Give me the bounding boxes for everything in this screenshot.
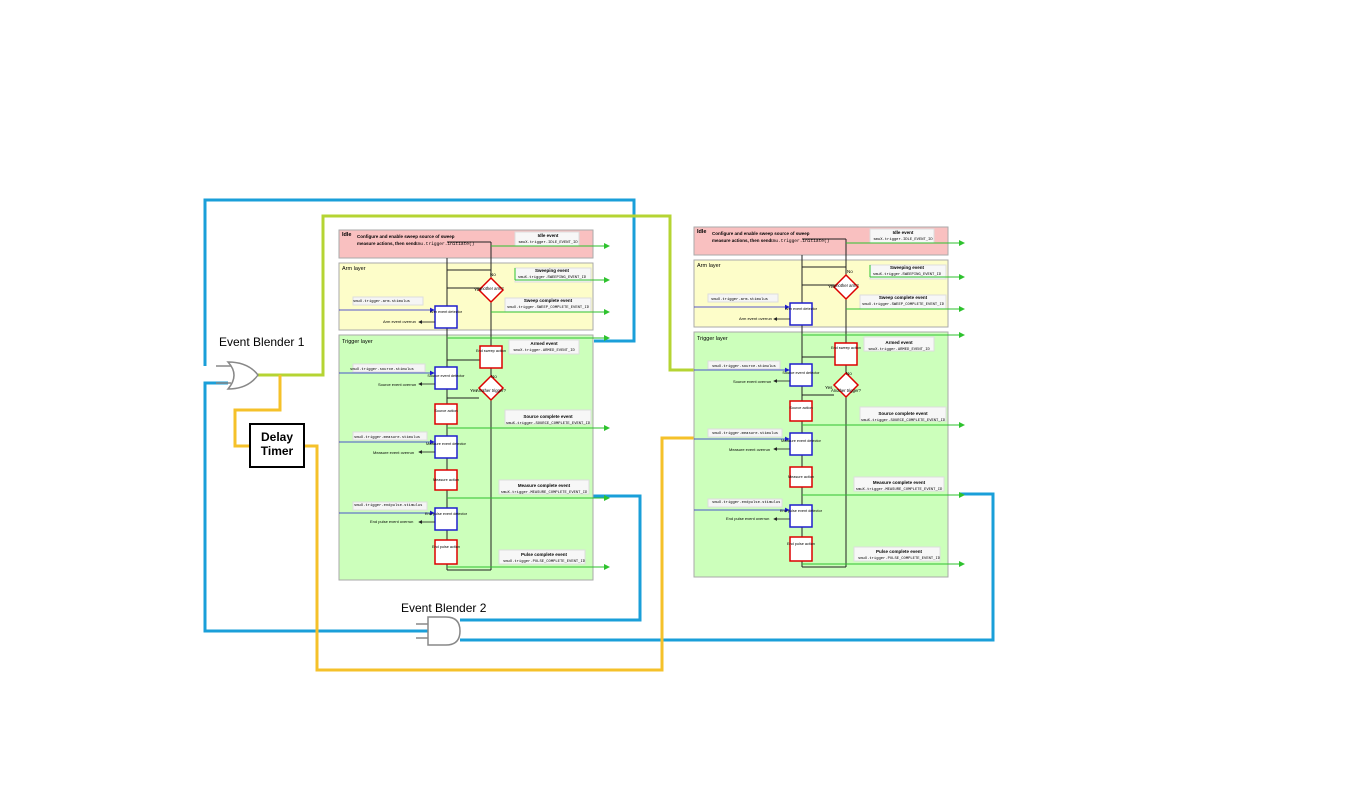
svg-text:Idle: Idle <box>697 229 706 235</box>
svg-text:smuX.trigger.IDLE_EVENT_ID: smuX.trigger.IDLE_EVENT_ID <box>873 237 933 242</box>
svg-text:smuX.trigger.ARMED_EVENT_ID: smuX.trigger.ARMED_EVENT_ID <box>868 347 930 352</box>
delay-timer-block: Delay Timer <box>249 423 305 468</box>
svg-text:smuX.trigger.measure.stimulus: smuX.trigger.measure.stimulus <box>712 431 778 436</box>
svg-text:Configure and enable sweep sou: Configure and enable sweep source of swe… <box>357 234 455 239</box>
wire-blue <box>203 198 995 642</box>
svg-text:Measure event overrun: Measure event overrun <box>373 450 414 455</box>
svg-text:No: No <box>846 371 852 376</box>
svg-text:End pulse action: End pulse action <box>432 545 460 549</box>
svg-text:End sweep action: End sweep action <box>476 349 506 353</box>
svg-text:Delay: Delay <box>261 430 293 444</box>
svg-text:Pulse complete event: Pulse complete event <box>521 552 568 557</box>
svg-text:smuX.trigger.PULSE_COMPLETE_EV: smuX.trigger.PULSE_COMPLETE_EVENT_ID <box>858 556 941 561</box>
svg-text:Yes: Yes <box>474 287 482 292</box>
event-blender-1-gate <box>216 361 259 390</box>
svg-text:smuX.trigger.SWEEPING_EVENT_ID: smuX.trigger.SWEEPING_EVENT_ID <box>518 275 587 280</box>
svg-text:End pulse event detector: End pulse event detector <box>780 509 823 513</box>
svg-text:Measure action: Measure action <box>788 475 814 479</box>
svg-text:smuX.trigger.SWEEP_COMPLETE_EV: smuX.trigger.SWEEP_COMPLETE_EVENT_ID <box>507 305 590 310</box>
svg-text:smuX.trigger.SOURCE_COMPLETE_E: smuX.trigger.SOURCE_COMPLETE_EVENT_ID <box>506 421 591 426</box>
svg-text:measure actions, then send:: measure actions, then send: <box>712 238 773 243</box>
svg-text:Sweeping event: Sweeping event <box>890 265 925 270</box>
svg-text:Armed event: Armed event <box>530 341 558 346</box>
svg-text:End pulse event overrun: End pulse event overrun <box>370 519 413 524</box>
svg-text:smuX.trigger.arm.stimulus: smuX.trigger.arm.stimulus <box>711 297 768 302</box>
svg-text:Arm event detector: Arm event detector <box>430 310 463 314</box>
svg-text:smu.trigger.initiate(): smu.trigger.initiate() <box>770 238 829 244</box>
svg-text:smuX.trigger.source.stimulus: smuX.trigger.source.stimulus <box>712 364 776 369</box>
svg-text:Another arm?: Another arm? <box>833 283 859 288</box>
svg-text:Idle event: Idle event <box>538 233 559 238</box>
svg-text:Timer: Timer <box>261 444 294 458</box>
svg-text:smuX.trigger.arm.stimulus: smuX.trigger.arm.stimulus <box>353 299 410 304</box>
svg-text:Another trigger?: Another trigger? <box>476 388 507 393</box>
svg-text:End pulse action: End pulse action <box>787 542 815 546</box>
svg-text:Source event detector: Source event detector <box>782 371 820 375</box>
svg-text:smuX.trigger.endpulse.stimulus: smuX.trigger.endpulse.stimulus <box>712 500 780 505</box>
svg-text:Source complete event: Source complete event <box>523 414 573 419</box>
svg-text:Arm layer: Arm layer <box>697 263 721 269</box>
smu2-labels: Idle Configure and enable sweep source o… <box>697 229 946 561</box>
svg-text:Source complete event: Source complete event <box>878 411 928 416</box>
svg-text:smuX.trigger.SWEEPING_EVENT_ID: smuX.trigger.SWEEPING_EVENT_ID <box>873 272 942 277</box>
svg-text:Sweep complete event: Sweep complete event <box>524 298 573 303</box>
svg-text:Another trigger?: Another trigger? <box>831 388 862 393</box>
svg-text:Source event overrun: Source event overrun <box>733 379 771 384</box>
svg-text:Configure and enable sweep sou: Configure and enable sweep source of swe… <box>712 231 810 236</box>
trigger-layer-label: Trigger layer <box>342 339 373 345</box>
smu1-labels: Idle Configure and enable sweep source o… <box>342 232 591 564</box>
svg-text:Arm event detector: Arm event detector <box>785 307 818 311</box>
wire-yellow <box>233 375 694 672</box>
svg-text:Yes: Yes <box>825 385 833 390</box>
svg-text:Pulse complete event: Pulse complete event <box>876 549 923 554</box>
svg-text:Source event overrun: Source event overrun <box>378 382 416 387</box>
event-blender-2-label: Event Blender 2 <box>401 601 487 615</box>
svg-text:No: No <box>491 374 497 379</box>
svg-text:smu.trigger.initiate(): smu.trigger.initiate() <box>415 241 474 247</box>
svg-text:Measure event detector: Measure event detector <box>426 442 467 446</box>
svg-text:Source action: Source action <box>789 406 812 410</box>
svg-text:measure actions, then send:: measure actions, then send: <box>357 241 418 246</box>
svg-text:Arm event overrun: Arm event overrun <box>739 316 772 321</box>
svg-text:No: No <box>490 272 496 277</box>
svg-text:Yes: Yes <box>470 388 478 393</box>
svg-text:Source action: Source action <box>434 409 457 413</box>
svg-text:smuX.trigger.source.stimulus: smuX.trigger.source.stimulus <box>350 367 414 372</box>
svg-text:smuX.trigger.MEASURE_COMPLETE_: smuX.trigger.MEASURE_COMPLETE_EVENT_ID <box>856 487 943 492</box>
idle-layer-label: Idle <box>342 232 351 238</box>
svg-text:Sweep complete event: Sweep complete event <box>879 295 928 300</box>
event-blender-2-gate <box>416 616 461 646</box>
svg-text:Another arm?: Another arm? <box>478 286 504 291</box>
svg-text:End pulse event detector: End pulse event detector <box>425 512 468 516</box>
svg-text:Idle event: Idle event <box>893 230 914 235</box>
svg-text:Measure complete event: Measure complete event <box>518 483 571 488</box>
svg-text:smuX.trigger.MEASURE_COMPLETE_: smuX.trigger.MEASURE_COMPLETE_EVENT_ID <box>501 490 588 495</box>
svg-text:Measure complete event: Measure complete event <box>873 480 926 485</box>
svg-text:Trigger layer: Trigger layer <box>697 336 728 342</box>
svg-text:smuX.trigger.PULSE_COMPLETE_EV: smuX.trigger.PULSE_COMPLETE_EVENT_ID <box>503 559 586 564</box>
svg-text:End pulse event overrun: End pulse event overrun <box>726 516 769 521</box>
event-blender-1-label: Event Blender 1 <box>219 335 305 349</box>
svg-text:Arm event overrun: Arm event overrun <box>383 319 416 324</box>
smu2-trigger-model <box>694 227 964 577</box>
svg-text:Measure event overrun: Measure event overrun <box>729 447 770 452</box>
wire-lime <box>258 214 694 377</box>
svg-text:Yes: Yes <box>828 284 836 289</box>
svg-text:Measure action: Measure action <box>433 478 459 482</box>
svg-text:End sweep action: End sweep action <box>831 346 861 350</box>
smu1-trigger-model <box>339 230 609 580</box>
svg-text:Measure event detector: Measure event detector <box>781 439 822 443</box>
svg-text:smuX.trigger.endpulse.stimulus: smuX.trigger.endpulse.stimulus <box>354 503 422 508</box>
svg-text:smuX.trigger.SWEEP_COMPLETE_EV: smuX.trigger.SWEEP_COMPLETE_EVENT_ID <box>862 302 945 307</box>
svg-text:smuX.trigger.SOURCE_COMPLETE_E: smuX.trigger.SOURCE_COMPLETE_EVENT_ID <box>861 418 946 423</box>
svg-text:Sweeping event: Sweeping event <box>535 268 570 273</box>
svg-text:smuX.trigger.ARMED_EVENT_ID: smuX.trigger.ARMED_EVENT_ID <box>513 348 575 353</box>
svg-text:smuX.trigger.IDLE_EVENT_ID: smuX.trigger.IDLE_EVENT_ID <box>518 240 578 245</box>
svg-text:No: No <box>847 269 853 274</box>
arm-layer-label: Arm layer <box>342 266 366 272</box>
svg-text:Armed event: Armed event <box>885 340 913 345</box>
svg-text:smuX.trigger.measure.stimulus: smuX.trigger.measure.stimulus <box>354 435 420 440</box>
svg-text:Source event detector: Source event detector <box>427 374 465 378</box>
